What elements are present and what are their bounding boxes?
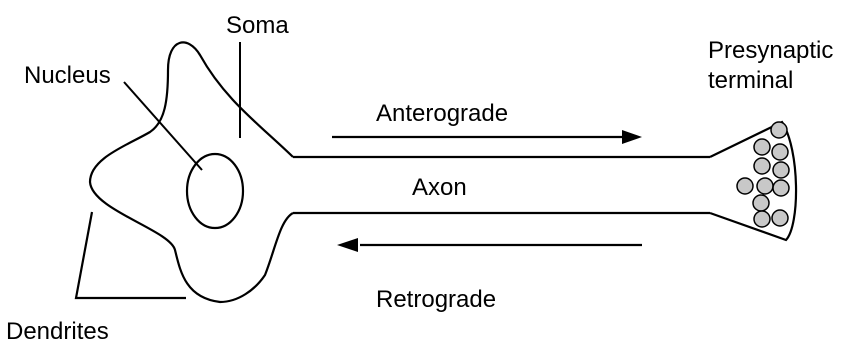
soma-label: Soma (226, 12, 289, 39)
vesicle (753, 138, 771, 156)
anterograde-label: Anterograde (376, 100, 509, 127)
dendrites-label: Dendrites (6, 318, 109, 345)
retrograde-arrow-head (337, 238, 358, 252)
vesicle (756, 177, 774, 195)
nucleus-leader-line (123, 81, 203, 171)
retrograde-label: Retrograde (376, 286, 497, 313)
vesicle (771, 143, 789, 161)
vesicle (771, 209, 789, 227)
nucleus-label: Nucleus (24, 62, 111, 89)
anterograde-arrow-head (622, 130, 642, 144)
vesicle (772, 161, 790, 179)
vesicle (752, 194, 770, 212)
vesicle (772, 179, 790, 197)
synaptic-vesicles (736, 121, 790, 228)
vesicle (753, 157, 771, 175)
vesicle (736, 177, 754, 195)
vesicle (770, 121, 788, 139)
presynaptic-terminal-label: Presynaptic terminal (708, 36, 833, 96)
nucleus (185, 152, 245, 230)
vesicle (753, 210, 771, 228)
axon-label: Axon (412, 174, 467, 201)
soma-outline (88, 41, 294, 304)
dendrite-line (74, 211, 186, 300)
presynaptic-label-line1: Presynaptic (708, 37, 834, 64)
presynaptic-label-line2: terminal (708, 67, 794, 94)
